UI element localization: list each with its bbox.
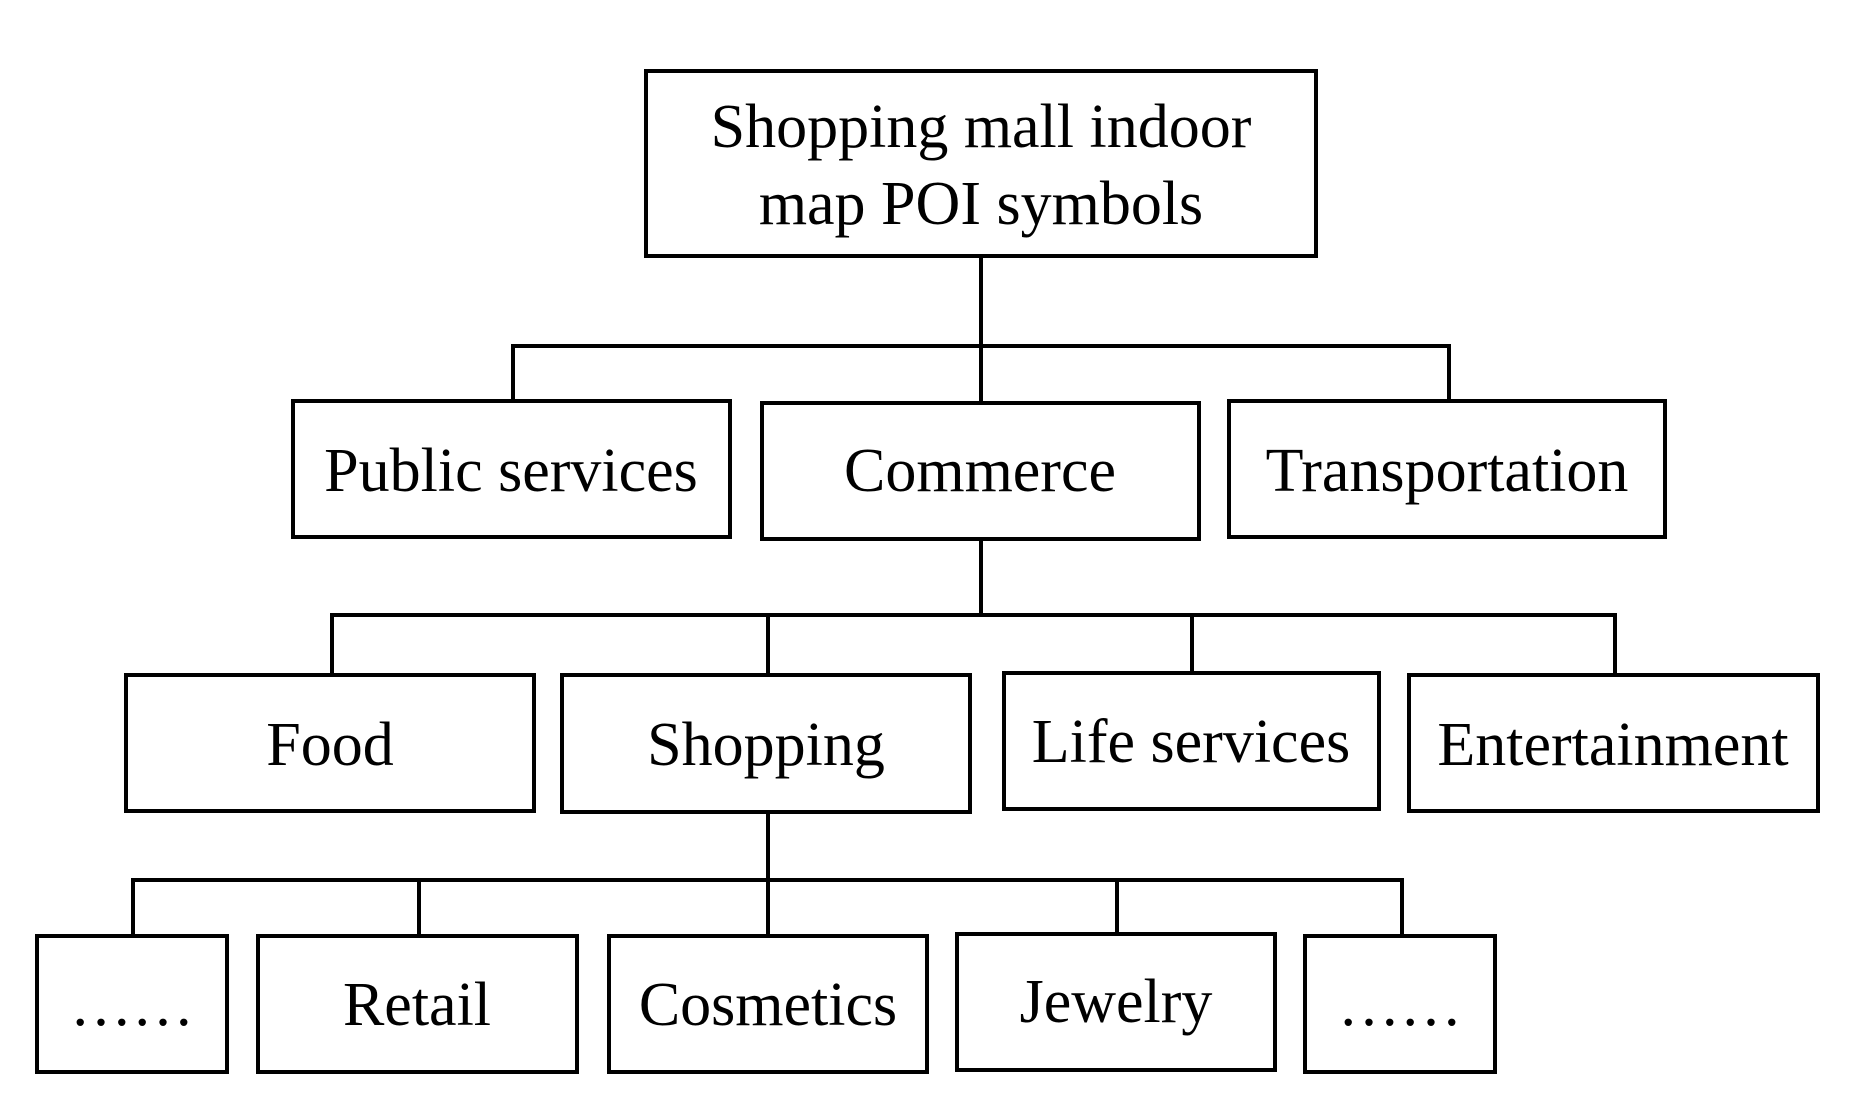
node-root-label-line1: Shopping mall indoor <box>711 93 1252 161</box>
node-ellipsis-right-box <box>1303 934 1497 1074</box>
node-public-services-label: Public services <box>324 437 698 505</box>
node-commerce-box <box>760 401 1201 541</box>
node-ellipsis-right: …… <box>1303 934 1497 1074</box>
node-public-services-box <box>291 399 732 539</box>
node-entertainment: Entertainment <box>1407 673 1820 813</box>
node-root: Shopping mall indoor map POI symbols <box>644 69 1318 258</box>
node-transportation: Transportation <box>1227 399 1667 539</box>
node-jewelry: Jewelry <box>955 932 1277 1072</box>
node-ellipsis-left: …… <box>35 934 229 1074</box>
node-root-label-line2: map POI symbols <box>759 170 1203 238</box>
node-transportation-label: Transportation <box>1266 437 1629 505</box>
connectors-commerce-to-level2 <box>330 539 1617 675</box>
node-cosmetics-label: Cosmetics <box>639 971 897 1039</box>
node-food-box <box>124 673 536 813</box>
node-entertainment-box <box>1407 673 1820 813</box>
node-retail-box <box>256 934 579 1074</box>
node-cosmetics-box <box>607 934 929 1074</box>
node-public-services: Public services <box>291 399 732 539</box>
node-root-box <box>644 69 1318 258</box>
node-jewelry-box <box>955 932 1277 1072</box>
node-jewelry-label: Jewelry <box>1020 968 1213 1036</box>
node-life-services-box <box>1002 671 1381 811</box>
node-ellipsis-left-box <box>35 934 229 1074</box>
connectors-root-to-level1 <box>511 256 1451 403</box>
node-shopping-label: Shopping <box>647 711 885 779</box>
node-commerce: Commerce <box>760 401 1201 541</box>
node-retail: Retail <box>256 934 579 1074</box>
node-life-services: Life services <box>1002 671 1381 811</box>
node-ellipsis-right-label: …… <box>1338 971 1462 1039</box>
node-life-services-label: Life services <box>1032 708 1350 776</box>
node-commerce-label: Commerce <box>844 437 1116 505</box>
node-retail-label: Retail <box>343 971 491 1039</box>
node-food-label: Food <box>266 711 393 779</box>
node-transportation-box <box>1227 399 1667 539</box>
node-shopping: Shopping <box>560 673 972 814</box>
node-shopping-box <box>560 673 972 814</box>
node-ellipsis-left-label: …… <box>70 971 194 1039</box>
connectors-shopping-to-level3 <box>131 812 1404 936</box>
node-cosmetics: Cosmetics <box>607 934 929 1074</box>
node-food: Food <box>124 673 536 813</box>
node-entertainment-label: Entertainment <box>1437 711 1788 779</box>
